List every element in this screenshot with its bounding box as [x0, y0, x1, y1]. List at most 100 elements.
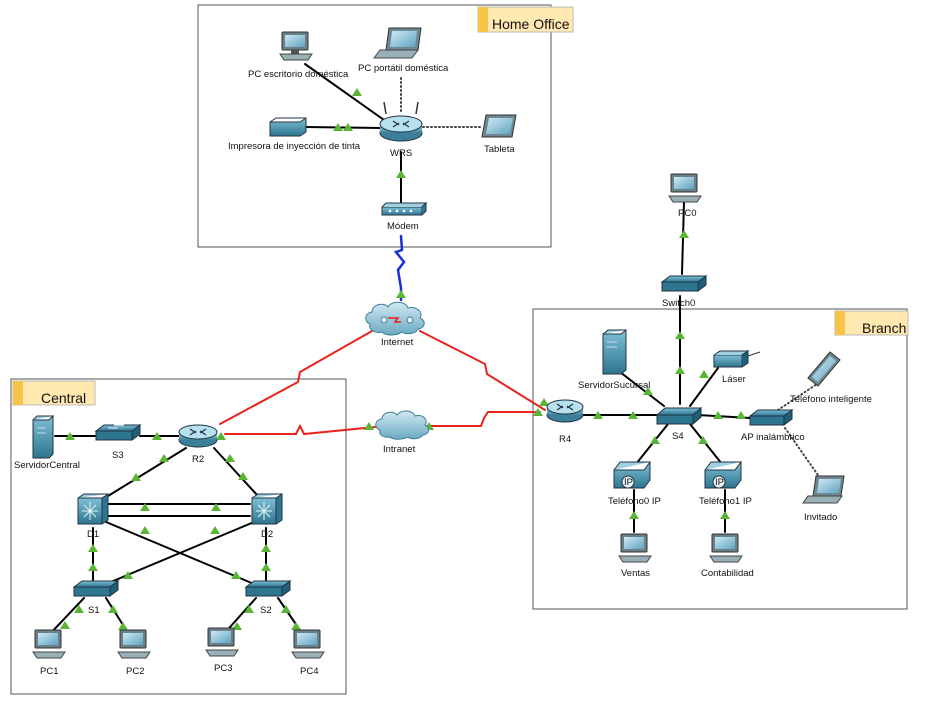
device-pc0[interactable]: PC0 [668, 173, 702, 219]
device-d1[interactable]: D1 [77, 493, 109, 540]
link-up-indicator [675, 366, 685, 374]
device-label: Intranet [383, 444, 416, 455]
device-s3[interactable]: S3 [94, 424, 142, 461]
link-up-indicator [60, 621, 70, 629]
link-up-indicator [210, 526, 220, 534]
device-pc3[interactable]: PC3 [205, 627, 239, 674]
zone-branch: Branch [532, 308, 909, 610]
device-label: PC portátil doméstica [358, 63, 449, 74]
zone-title-branch: Branch [862, 320, 906, 336]
zone-central: Central [10, 378, 347, 695]
link-up-indicator [140, 526, 150, 534]
link-up-indicator [713, 411, 723, 419]
device-label: Ventas [621, 568, 650, 579]
device-label: D2 [261, 529, 273, 540]
device-label: Módem [387, 221, 419, 232]
device-label: WRS [390, 148, 412, 159]
device-r2[interactable]: R2 [178, 424, 218, 465]
device-switch0[interactable]: Switch0 [660, 275, 708, 309]
device-invitado[interactable]: Invitado [802, 475, 845, 523]
device-laptop-home[interactable]: PC portátil doméstica [358, 27, 449, 74]
link-r2-intranet-serial [224, 423, 376, 436]
device-laser-printer[interactable]: Láser [713, 350, 761, 385]
link-up-indicator [131, 473, 141, 481]
link-up-indicator [88, 563, 98, 571]
device-label: PC0 [678, 208, 696, 219]
device-ip-phone-0[interactable]: IP Teléfono0 IP [608, 460, 661, 507]
device-smartphone[interactable]: Teléfono inteligente [790, 351, 872, 405]
device-label: Internet [381, 337, 414, 348]
device-label: ServidorCentral [14, 460, 80, 471]
device-label: PC2 [126, 666, 144, 677]
link-up-indicator [593, 411, 603, 419]
link-up-indicator [643, 387, 653, 395]
link-up-indicator [152, 432, 162, 440]
device-label: S1 [88, 605, 100, 616]
link-d2-s1 [105, 521, 255, 585]
device-pc4[interactable]: PC4 [291, 629, 325, 677]
link-up-indicator [140, 503, 150, 511]
link-s4-laser [689, 367, 719, 407]
device-ap[interactable]: AP inalámbrico [741, 409, 805, 443]
link-up-indicator [211, 503, 221, 511]
device-label: PC escritorio doméstica [248, 69, 349, 80]
device-s4[interactable]: S4 [655, 406, 703, 442]
device-modem[interactable]: Módem [381, 201, 428, 232]
device-label: S4 [672, 431, 684, 442]
zone-title-home-office: Home Office [492, 16, 570, 32]
link-up-indicator [736, 411, 746, 419]
device-servidor-sucursal[interactable]: ServidorSucursal [578, 328, 650, 391]
device-wrs[interactable]: WRS [379, 101, 423, 159]
device-pc-home[interactable]: PC escritorio doméstica [248, 31, 349, 80]
link-up-indicator [123, 571, 133, 579]
device-pc2[interactable]: PC2 [117, 629, 151, 677]
device-pc1[interactable]: PC1 [32, 629, 66, 677]
link-up-indicator [699, 370, 709, 378]
cloud-internet[interactable]: Internet [365, 301, 425, 348]
device-r4[interactable]: R4 [546, 399, 584, 445]
link-up-indicator [118, 622, 128, 630]
device-label: PC1 [40, 666, 58, 677]
device-tablet[interactable]: Tableta [481, 114, 517, 155]
ip-badge-text: IP [715, 477, 724, 488]
link-r2-d1 [107, 447, 187, 497]
link-up-indicator [159, 454, 169, 462]
link-up-indicator [74, 605, 84, 613]
device-label: Impresora de inyección de tinta [228, 141, 361, 152]
link-up-indicator [261, 563, 271, 571]
link-up-indicator [352, 88, 362, 96]
link-internet-r2-serial [219, 330, 373, 425]
link-up-indicator [261, 544, 271, 552]
link-up-indicator [698, 436, 708, 444]
device-label: R2 [192, 454, 204, 465]
link-up-indicator [675, 331, 685, 339]
device-label: Invitado [804, 512, 837, 523]
device-label: Teléfono1 IP [699, 496, 752, 507]
device-pc-contabilidad[interactable]: Contabilidad [701, 533, 754, 579]
link-r2-d2 [213, 447, 259, 497]
ip-badge-text: IP [624, 477, 633, 488]
link-up-indicator [65, 432, 75, 440]
device-printer[interactable]: Impresora de inyección de tinta [228, 117, 361, 152]
link-up-indicator [244, 605, 254, 613]
device-pc-ventas[interactable]: Ventas [618, 533, 652, 579]
device-label: R4 [559, 434, 571, 445]
device-ip-phone-1[interactable]: IP Teléfono1 IP [699, 460, 752, 507]
zone-home-office: Home Office [197, 4, 574, 248]
device-label: Switch0 [662, 298, 695, 309]
device-label: S2 [260, 605, 272, 616]
link-up-indicator [533, 408, 543, 416]
link-up-indicator [281, 605, 291, 613]
cloud-intranet[interactable]: Intranet [375, 410, 429, 455]
device-label: ServidorSucursal [578, 380, 650, 391]
link-up-indicator [238, 472, 248, 480]
link-indicators [60, 88, 746, 630]
link-up-indicator [679, 230, 689, 238]
zone-tab [12, 380, 96, 406]
device-s2[interactable]: S2 [244, 580, 292, 616]
device-s1[interactable]: S1 [72, 580, 120, 616]
device-servidor-central[interactable]: ServidorCentral [14, 414, 80, 471]
device-d2[interactable]: D2 [251, 493, 283, 540]
device-label: S3 [112, 450, 124, 461]
links [47, 63, 821, 637]
